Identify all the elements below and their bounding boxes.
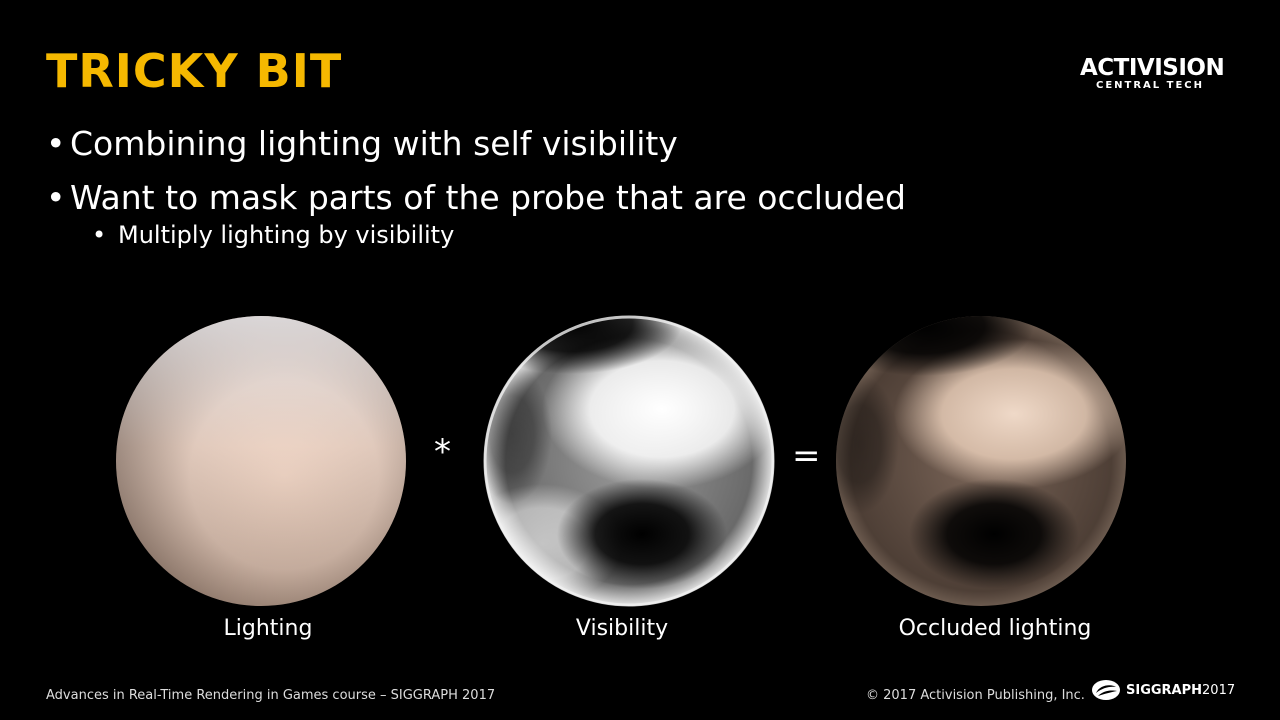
occluded-lighting-sphere [836,316,1126,606]
bullet-item: •Want to mask parts of the probe that ar… [46,176,906,220]
bullet-item: •Combining lighting with self visibility [46,122,906,166]
bullet-text: Want to mask parts of the probe that are… [70,178,907,217]
equals-operator: = [792,436,821,476]
slide-title: TRICKY BIT [46,44,343,98]
caption-lighting: Lighting [223,616,313,641]
siggraph-logo: SIGGRAPH2017 [1090,678,1235,702]
sub-bullet-item: • Multiply lighting by visibility [92,220,906,250]
logo-brand: ACTIVISION [1080,55,1225,81]
siggraph-name: SIGGRAPH [1126,682,1203,698]
activision-logo: ACTIVISION CENTRAL TECH [1080,55,1225,91]
siggraph-year: 2017 [1202,682,1236,698]
lighting-sphere [116,316,406,606]
siggraph-logo-icon [1092,680,1120,700]
footer-course: Advances in Real-Time Rendering in Games… [46,688,496,703]
bullet-glyph: • [46,124,66,163]
caption-visibility: Visibility [575,616,669,641]
siggraph-wordmark: SIGGRAPH2017 [1126,683,1235,698]
caption-occluded-lighting: Occluded lighting [898,616,1092,641]
logo-subtitle: CENTRAL TECH [1095,80,1204,91]
sub-bullet-text: Multiply lighting by visibility [118,221,455,249]
visibility-sphere [483,315,775,607]
bullet-glyph: • [46,178,66,217]
bullet-glyph: • [92,221,107,249]
bullet-text: Combining lighting with self visibility [70,124,678,163]
footer-copyright: © 2017 Activision Publishing, Inc. [866,688,1085,703]
bullet-list: •Combining lighting with self visibility… [46,122,906,250]
multiply-operator: * [434,432,451,472]
